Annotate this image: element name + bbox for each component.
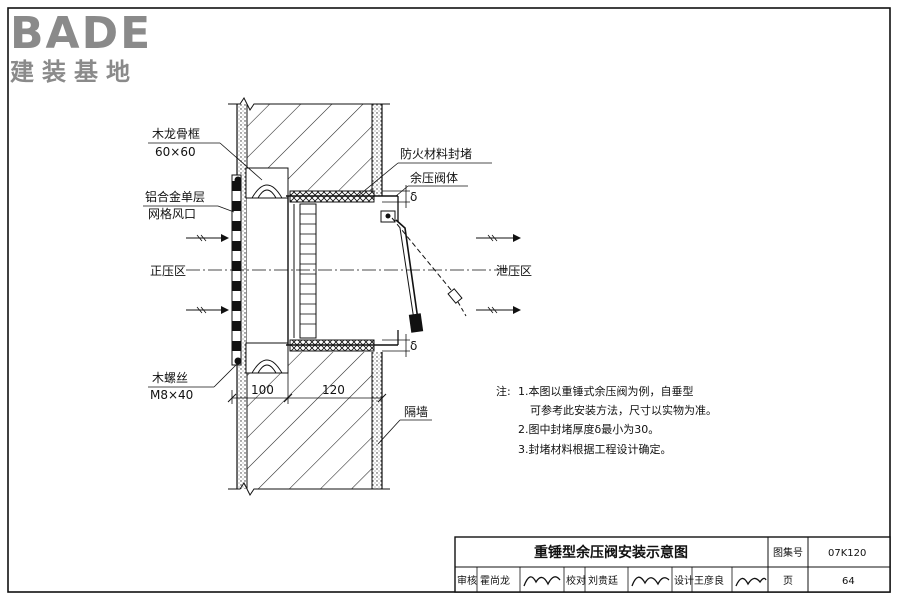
design-label: 设计 (674, 574, 694, 587)
airflow-arrows (186, 234, 521, 314)
grille-label-1: 铝合金单层 (145, 189, 205, 204)
callout-partition: 隔墙 (377, 405, 432, 445)
check-name: 刘贵廷 (588, 574, 618, 587)
wood-frame-size: 60×60 (155, 145, 196, 159)
logo-tagline: 建装基地 (10, 58, 138, 86)
wall-right-plaster-bottom (372, 352, 382, 489)
notes: 注: 1.本图以重锤式余压阀为例，自垂型 可参考此安装方法，尺寸以实物为准。 2… (496, 384, 717, 456)
delta-bottom-label: δ (410, 339, 417, 353)
design-signature (735, 577, 767, 587)
wall-right-plaster-top (372, 104, 382, 196)
check-signature (631, 576, 670, 587)
valve-body-label: 余压阀体 (410, 170, 458, 185)
wall-left-plaster (237, 104, 247, 489)
title-block: 重锤型余压阀安装示意图 图集号 07K120 审核 霍尚龙 校对 刘贵廷 设计 … (454, 536, 891, 593)
logo: BADE 建装基地 (10, 8, 152, 86)
callout-wood-frame: 木龙骨框 60×60 (148, 127, 263, 181)
atlas-number: 07K120 (828, 548, 866, 559)
sheet-border (7, 7, 891, 593)
wood-frame (245, 167, 289, 374)
dim-100-label: 100 (251, 383, 274, 397)
callout-fire-seal: 防火材料封堵 (357, 146, 492, 197)
wood-frame-label: 木龙骨框 (152, 127, 200, 141)
note-1a: 1.本图以重锤式余压阀为例，自垂型 (518, 384, 694, 398)
fire-seal-label: 防火材料封堵 (400, 146, 472, 161)
atlas-label: 图集号 (773, 546, 803, 559)
delta-dimension: δ δ (382, 185, 417, 357)
wood-screw-size: M8×40 (150, 388, 193, 402)
notes-prefix: 注: (496, 384, 511, 398)
partition-label: 隔墙 (404, 405, 428, 419)
wood-screw-label: 木螺丝 (152, 371, 188, 385)
note-1b: 可参考此安装方法，尺寸以实物为准。 (530, 403, 717, 417)
note-2: 2.图中封堵厚度δ最小为30。 (518, 422, 659, 436)
drawing-title: 重锤型余压阀安装示意图 (534, 544, 688, 561)
logo-brand: BADE (10, 8, 152, 59)
positive-zone-label: 正压区 (150, 264, 186, 278)
valve-body (286, 195, 467, 346)
page-number: 64 (842, 576, 855, 587)
grille-label-2: 网格风口 (148, 206, 196, 221)
callout-grille: 铝合金单层 网格风口 (143, 189, 235, 221)
wall (228, 97, 390, 496)
callout-wood-screw: 木螺丝 M8×40 (148, 360, 241, 402)
review-signature (523, 576, 561, 587)
review-name: 霍尚龙 (480, 574, 510, 587)
wall-lower-core (247, 352, 372, 489)
callout-valve-body: 余压阀体 (395, 170, 468, 197)
review-label: 审核 (457, 574, 477, 587)
page-label: 页 (783, 575, 793, 587)
note-3: 3.封堵材料根据工程设计确定。 (518, 442, 672, 456)
delta-top-label: δ (410, 190, 417, 204)
design-name: 王彦良 (694, 574, 724, 587)
check-label: 校对 (566, 574, 586, 587)
dim-120-label: 120 (322, 383, 345, 397)
dimension-row: 100 120 (227, 370, 387, 404)
relief-zone-label: 泄压区 (496, 264, 532, 278)
